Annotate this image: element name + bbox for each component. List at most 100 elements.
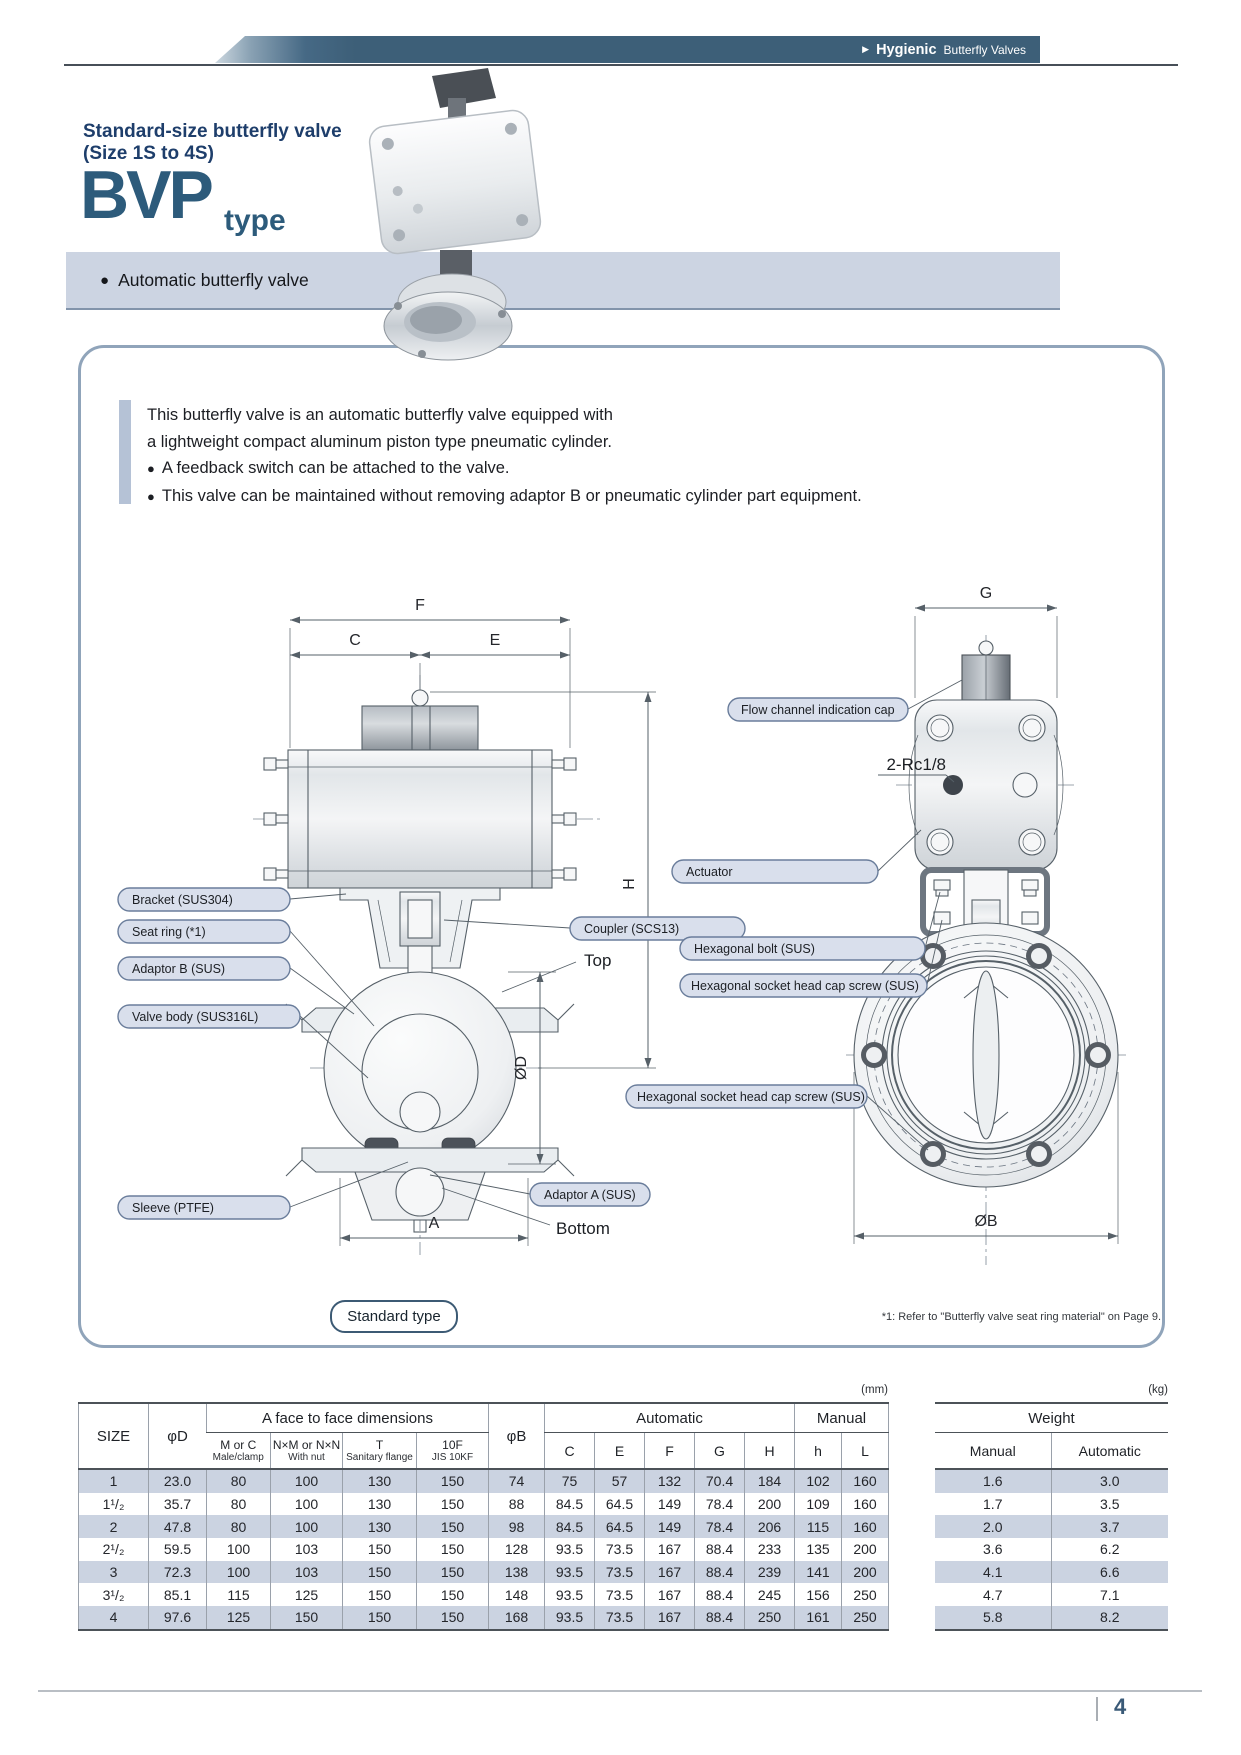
product-photo bbox=[368, 68, 542, 361]
table-cell: 88.4 bbox=[694, 1538, 745, 1561]
page-number-divider bbox=[1096, 1697, 1098, 1721]
callout-hex-socket-1: Hexagonal socket head cap screw (SUS) bbox=[679, 919, 943, 998]
col-label: N×M or N×N bbox=[272, 1437, 341, 1452]
bullet-icon: ● bbox=[100, 271, 110, 289]
callout-text: Coupler (SCS13) bbox=[584, 922, 679, 936]
table-cell: 70.4 bbox=[694, 1469, 745, 1493]
col-L: L bbox=[841, 1432, 889, 1470]
table-cell: 148 bbox=[488, 1583, 545, 1607]
table-cell: 160 bbox=[841, 1469, 889, 1493]
callout-hex-bolt: Hexagonal bolt (SUS) bbox=[679, 891, 941, 961]
subtitle-text: Automatic butterfly valve bbox=[118, 269, 309, 290]
callout-seat-ring: Seat ring (*1) bbox=[117, 919, 375, 1027]
footnote: *1: Refer to "Butterfly valve seat ring … bbox=[881, 1311, 1161, 1323]
dim-E: E bbox=[490, 632, 501, 649]
table-cell: 233 bbox=[743, 1538, 795, 1561]
col-h: h bbox=[794, 1432, 842, 1470]
table-cell: 78.4 bbox=[694, 1515, 745, 1539]
adaptor-a-part bbox=[301, 1147, 559, 1173]
group-face: A face to face dimensions bbox=[206, 1403, 489, 1433]
col-size: SIZE bbox=[78, 1403, 149, 1470]
dim-A: A bbox=[429, 1215, 440, 1232]
table-cell: 115 bbox=[206, 1583, 271, 1607]
table-cell: 73.5 bbox=[594, 1538, 645, 1561]
top-label: Top bbox=[584, 951, 611, 970]
table-cell: 80 bbox=[206, 1515, 271, 1539]
table-cell: 138 bbox=[488, 1560, 545, 1584]
table-cell: 130 bbox=[342, 1469, 417, 1493]
dim-G: G bbox=[980, 585, 992, 602]
flange-screws bbox=[861, 943, 1111, 1167]
table-cell: 2¹/₂ bbox=[102, 1541, 125, 1558]
table-cell: 100 bbox=[206, 1560, 271, 1584]
callout-bracket: Bracket (SUS304) bbox=[117, 887, 347, 912]
valve-body-part bbox=[323, 971, 517, 1165]
callout-text: Seat ring (*1) bbox=[132, 925, 206, 939]
table-cell: 125 bbox=[206, 1606, 271, 1630]
col-label: T bbox=[375, 1437, 384, 1452]
dim-F: F bbox=[415, 597, 425, 614]
callout-text: Actuator bbox=[686, 865, 733, 879]
callout-valve-body: Valve body (SUS316L) bbox=[117, 1004, 369, 1079]
table-cell: 97.6 bbox=[148, 1606, 207, 1630]
table-cell: 3.5 bbox=[1050, 1492, 1169, 1516]
unit-mm-label: (mm) bbox=[861, 1384, 888, 1396]
table-cell: 168 bbox=[488, 1606, 545, 1630]
col-label: M or C bbox=[220, 1437, 257, 1452]
group-weight: Weight bbox=[935, 1403, 1169, 1433]
table-cell: 72.3 bbox=[148, 1560, 207, 1584]
table-cell: 100 bbox=[270, 1492, 343, 1516]
table-cell: 93.5 bbox=[544, 1538, 595, 1561]
table-cell: 3.7 bbox=[1050, 1515, 1169, 1539]
col-sanitary-flange: T Sanitary flange bbox=[342, 1432, 417, 1470]
bottom-label: Bottom bbox=[556, 1219, 610, 1238]
table-cell: 130 bbox=[342, 1515, 417, 1539]
table-cell: 64.5 bbox=[594, 1515, 645, 1539]
table-cell: 2 bbox=[109, 1518, 118, 1535]
table-cell: 84.5 bbox=[544, 1515, 595, 1539]
table-cell: 93.5 bbox=[544, 1560, 595, 1584]
bullet-text: A feedback switch can be attached to the… bbox=[161, 459, 510, 477]
callout-flow-cap: Flow channel indication cap bbox=[727, 679, 963, 722]
pneumatic-actuator bbox=[368, 109, 542, 255]
table-cell: 85.1 bbox=[148, 1583, 207, 1607]
col-C: C bbox=[544, 1432, 595, 1470]
col-male-clamp: M or C Male/clamp bbox=[206, 1432, 271, 1470]
callout-text: Hexagonal bolt (SUS) bbox=[694, 942, 815, 956]
table-cell: 130 bbox=[342, 1492, 417, 1516]
table-cell: 239 bbox=[743, 1560, 795, 1584]
description-bullet: ●A feedback switch can be attached to th… bbox=[147, 455, 1107, 483]
callout-coupler: Coupler (SCS13) bbox=[443, 916, 746, 941]
table-cell: 74 bbox=[488, 1469, 545, 1493]
callout-actuator: Actuator bbox=[671, 829, 922, 884]
bracket-bolts bbox=[933, 879, 1039, 925]
table-cell: 4 bbox=[109, 1609, 118, 1626]
callout-text: Sleeve (PTFE) bbox=[132, 1201, 214, 1215]
table-cell: 78.4 bbox=[694, 1492, 745, 1516]
col-jis10kf: 10F JIS 10KF bbox=[416, 1432, 489, 1470]
group-automatic: Automatic bbox=[543, 1403, 795, 1433]
table-cell: 167 bbox=[644, 1560, 695, 1584]
col-G: G bbox=[694, 1432, 745, 1470]
table-cell: 3.6 bbox=[983, 1541, 1003, 1558]
table-cell: 156 bbox=[794, 1583, 842, 1607]
table-cell: 88 bbox=[488, 1492, 545, 1516]
table-cell: 132 bbox=[644, 1469, 695, 1493]
table-cell: 150 bbox=[416, 1538, 489, 1561]
header-rule bbox=[64, 64, 1178, 66]
table-cell: 150 bbox=[416, 1492, 489, 1516]
table-cell: 98 bbox=[488, 1515, 545, 1539]
callout-hex-socket-2: Hexagonal socket head cap screw (SUS) bbox=[625, 1084, 929, 1151]
description-bullet: ●This valve can be maintained without re… bbox=[147, 483, 1107, 511]
side-view-drawing: F C E H bbox=[253, 597, 656, 1255]
callout-text: Hexagonal socket head cap screw (SUS) bbox=[691, 979, 919, 993]
table-cell: 88.4 bbox=[694, 1560, 745, 1584]
dim-phiB: ØB bbox=[974, 1213, 997, 1230]
table-cell: 100 bbox=[206, 1538, 271, 1561]
callout-adaptor-b: Adaptor B (SUS) bbox=[117, 956, 355, 1015]
table-cell: 103 bbox=[270, 1538, 343, 1561]
page-title: Standard-size butterfly valve (Size 1S t… bbox=[83, 121, 342, 165]
